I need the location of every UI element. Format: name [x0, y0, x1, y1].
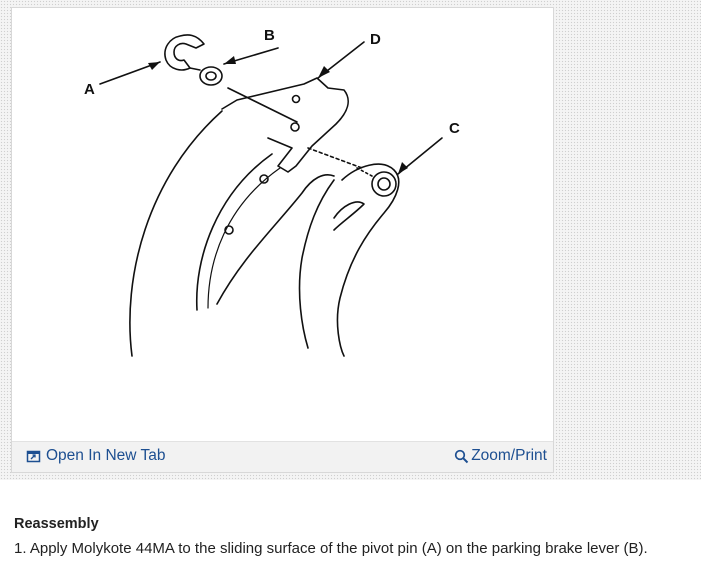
zoom-print-label: Zoom/Print — [471, 447, 547, 464]
section-heading: Reassembly — [14, 516, 99, 532]
brake-assembly-diagram: A B D C — [12, 8, 553, 433]
callout-b: B — [264, 27, 275, 44]
zoom-print-link[interactable]: Zoom/Print — [454, 447, 547, 465]
brake-shoe-web — [216, 174, 335, 305]
callout-c: C — [449, 120, 460, 137]
figure-card: A B D C Open In New Tab — [11, 7, 554, 473]
callout-a: A — [84, 81, 95, 98]
open-in-new-tab-link[interactable]: Open In New Tab — [26, 447, 165, 465]
washer — [199, 66, 223, 86]
instruction-step-1: 1. Apply Molykote 44MA to the sliding su… — [14, 540, 648, 557]
open-new-tab-icon — [26, 449, 41, 464]
magnifier-icon — [454, 449, 469, 464]
brake-shoe-inner-arc — [195, 153, 273, 311]
callout-d: D — [370, 31, 381, 48]
figure-toolbar: Open In New Tab Zoom/Print — [12, 441, 553, 472]
pivot-pin-clip — [164, 34, 205, 71]
brake-shoe-outer-arc — [129, 110, 223, 357]
parking-brake-lever — [336, 163, 400, 357]
open-in-new-tab-label: Open In New Tab — [46, 447, 166, 464]
